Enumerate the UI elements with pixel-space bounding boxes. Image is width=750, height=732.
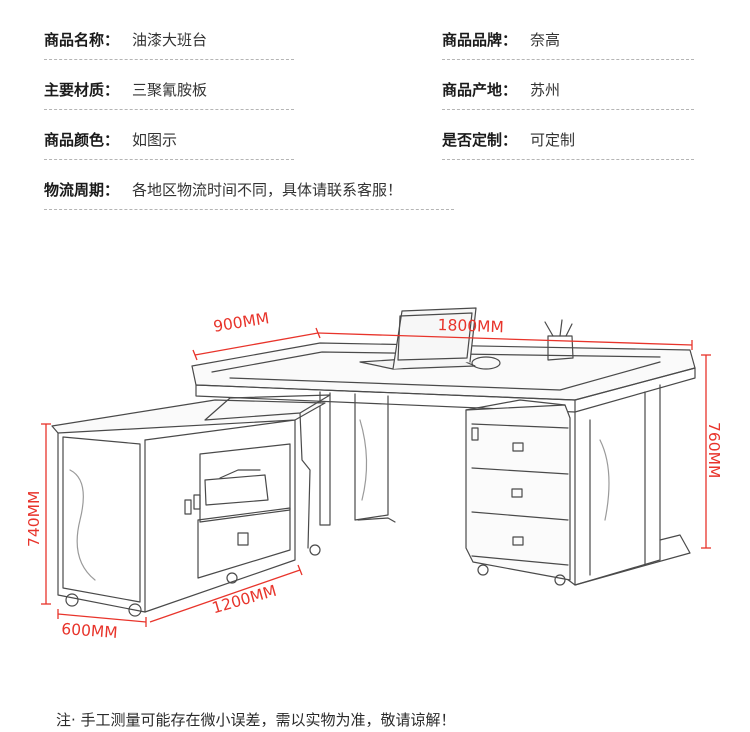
spec-value: 苏州 [530,81,561,99]
spec-label: 是否定制： [442,131,518,149]
spec-value: 可定制 [530,131,576,149]
spec-row-shipping: 物流周期： 各地区物流时间不同，具体请联系客服！ [44,170,454,210]
spec-label: 商品颜色： [44,131,120,149]
spec-label: 物流周期： [44,181,120,199]
spec-row-color: 商品颜色： 如图示 [44,120,294,160]
spec-label: 主要材质： [44,81,120,99]
spec-value: 如图示 [132,131,178,149]
spec-value: 油漆大班台 [132,31,208,49]
spec-label: 商品名称： [44,31,120,49]
spec-row-brand: 商品品牌： 奈高 [442,20,694,60]
spec-row-material: 主要材质： 三聚氰胺板 [44,70,294,110]
measurement-note: 注· 手工测量可能存在微小误差，需以实物为准，敬请谅解！ [56,711,456,729]
dimension-label-600: 600MM [60,620,119,642]
spec-value: 各地区物流时间不同，具体请联系客服！ [132,181,403,199]
spec-row-product-name: 商品名称： 油漆大班台 [44,20,294,60]
spec-value: 三聚氰胺板 [132,81,208,99]
spec-row-origin: 商品产地： 苏州 [442,70,694,110]
dimension-label-740: 740MM [25,490,43,547]
spec-row-customizable: 是否定制： 可定制 [442,120,694,160]
dimension-label-760: 760MM [705,422,723,479]
spec-value: 奈高 [530,31,561,49]
dimension-label-1800: 1800MM [437,316,505,337]
spec-label: 商品产地： [442,81,518,99]
spec-label: 商品品牌： [442,31,518,49]
